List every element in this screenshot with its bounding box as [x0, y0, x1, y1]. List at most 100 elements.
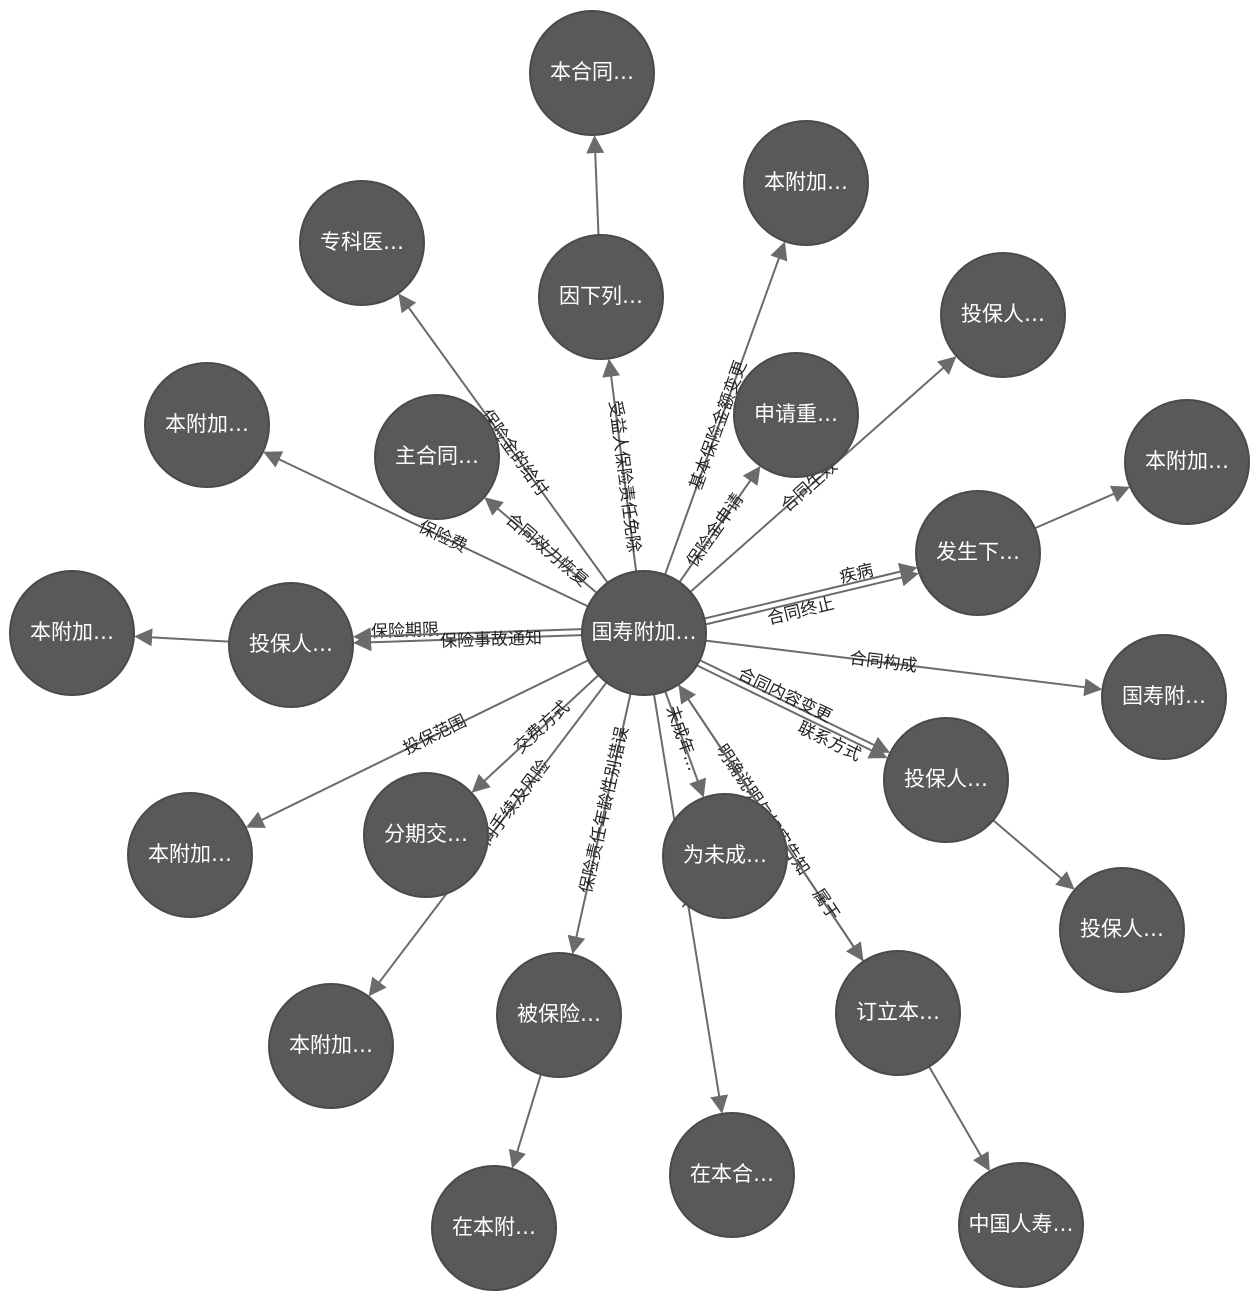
node-circle	[538, 234, 664, 360]
graph-edge	[586, 135, 605, 236]
edge-line	[705, 639, 1103, 697]
node-circle	[940, 252, 1066, 378]
edge-label: 合同终止	[765, 594, 836, 629]
node-circle	[374, 394, 500, 520]
edge-label: 合同效力恢复	[501, 510, 592, 591]
edge-line	[353, 633, 583, 652]
graph-node[interactable]: 投保人…	[940, 252, 1066, 378]
graph-node[interactable]: 分期交…	[363, 772, 489, 898]
edge-line	[263, 451, 589, 608]
edge-line	[1034, 485, 1130, 530]
node-circle	[733, 352, 859, 478]
graph-edge: 合同终止	[705, 568, 919, 629]
graph-node[interactable]: 本附加…	[127, 792, 253, 918]
graph-node[interactable]: 订立本…	[835, 950, 961, 1076]
node-label: 国寿附…	[1122, 684, 1206, 708]
edge-line	[352, 627, 582, 646]
edge-label: 保险事故通知	[440, 628, 543, 651]
node-circle	[144, 362, 270, 488]
node-circle	[9, 570, 135, 696]
graph-node[interactable]: 本附加…	[9, 570, 135, 696]
node-label: 本附加…	[30, 620, 114, 644]
node-circle	[228, 582, 354, 708]
edge-line	[398, 293, 609, 584]
node-label: 在本附…	[452, 1215, 536, 1239]
graph-node[interactable]: 发生下…	[915, 490, 1041, 616]
edge-label: 合同构成	[848, 648, 918, 676]
node-circle	[363, 772, 489, 898]
graph-node[interactable]: 中国人寿…	[958, 1162, 1084, 1288]
edge-label: 属于	[808, 885, 844, 924]
graph-edge: 保险责任年龄性别错误	[567, 693, 633, 955]
graph-node[interactable]: 为未成…	[662, 793, 788, 919]
edge-line	[567, 693, 632, 955]
edge-label: 投保范围	[400, 711, 470, 759]
node-label: 在本合…	[690, 1162, 774, 1186]
node-label: 为未成…	[683, 843, 767, 867]
graph-edge	[134, 628, 230, 647]
graph-node[interactable]: 本合同…	[529, 10, 655, 136]
graph-edge: 保险事故通知	[352, 627, 582, 652]
node-circle	[662, 793, 788, 919]
edge-line	[992, 819, 1075, 890]
node-circle	[883, 717, 1009, 843]
node-circle	[743, 120, 869, 246]
edge-line	[245, 659, 589, 828]
graph-node[interactable]: 本附加…	[144, 362, 270, 488]
node-label: 投保人…	[961, 302, 1045, 326]
node-label: 因下列…	[559, 284, 643, 308]
edge-line	[664, 241, 788, 576]
node-circle	[529, 10, 655, 136]
graph-node[interactable]: 投保人…	[228, 582, 354, 708]
graph-edge: 合同内容变更	[699, 659, 891, 753]
node-label: 主合同…	[395, 444, 479, 468]
edge-label: 受益人保险责任免除	[604, 399, 643, 553]
graph-edge	[928, 1066, 990, 1172]
graph-node[interactable]: 本附加…	[268, 983, 394, 1109]
graph-node[interactable]: 本附加…	[1124, 399, 1250, 525]
graph-node[interactable]: 申请重…	[733, 352, 859, 478]
edge-line	[508, 1074, 542, 1169]
edge-label: 联系方式	[794, 718, 864, 766]
graph-node[interactable]: 被保险…	[496, 952, 622, 1078]
node-label: 本附加…	[289, 1033, 373, 1057]
node-label: 本附加…	[1145, 449, 1229, 473]
graph-node[interactable]: 国寿附…	[1101, 634, 1227, 760]
node-circle	[915, 490, 1041, 616]
edge-line	[704, 562, 918, 620]
nodes-layer: 国寿附加… 本合同… 本附加… 专科医… 因下列… 投保人… 本附加… 主合同… 申请重… 本附加…	[9, 10, 1250, 1291]
edge-label: 保险责任年龄性别错误	[576, 725, 632, 895]
edge-line	[664, 690, 707, 798]
graph-edge	[1034, 485, 1130, 530]
node-circle	[581, 570, 707, 696]
node-label: 本附加…	[165, 412, 249, 436]
edge-line	[134, 628, 230, 647]
node-circle	[1059, 867, 1185, 993]
edge-line	[471, 674, 600, 793]
graph-node[interactable]: 主合同…	[374, 394, 500, 520]
node-label: 订立本…	[856, 1000, 940, 1024]
edge-label: 保险期限	[371, 620, 440, 642]
graph-node[interactable]: 投保人…	[1059, 867, 1185, 993]
node-label: 被保险…	[517, 1002, 601, 1026]
edge-line	[689, 356, 957, 593]
node-circle	[669, 1112, 795, 1238]
graph-node[interactable]: 在本附…	[431, 1165, 557, 1291]
edge-label: 保险金申请	[683, 490, 748, 571]
node-circle	[299, 180, 425, 306]
graph-node[interactable]: 投保人…	[883, 717, 1009, 843]
graph-node[interactable]: 专科医…	[299, 180, 425, 306]
edge-line	[484, 497, 598, 594]
edge-label: 交费方式	[510, 697, 573, 758]
edge-label: 合同内容变更	[734, 664, 834, 727]
graph-node[interactable]: 本附加…	[743, 120, 869, 246]
center-node[interactable]: 国寿附加…	[581, 570, 707, 696]
edge-line	[928, 1066, 990, 1172]
node-circle	[1124, 399, 1250, 525]
graph-node[interactable]: 在本合…	[669, 1112, 795, 1238]
graph-node[interactable]: 因下列…	[538, 234, 664, 360]
node-label: 本合同…	[550, 60, 634, 84]
node-label: 发生下…	[936, 540, 1020, 564]
node-label: 本附加…	[148, 842, 232, 866]
